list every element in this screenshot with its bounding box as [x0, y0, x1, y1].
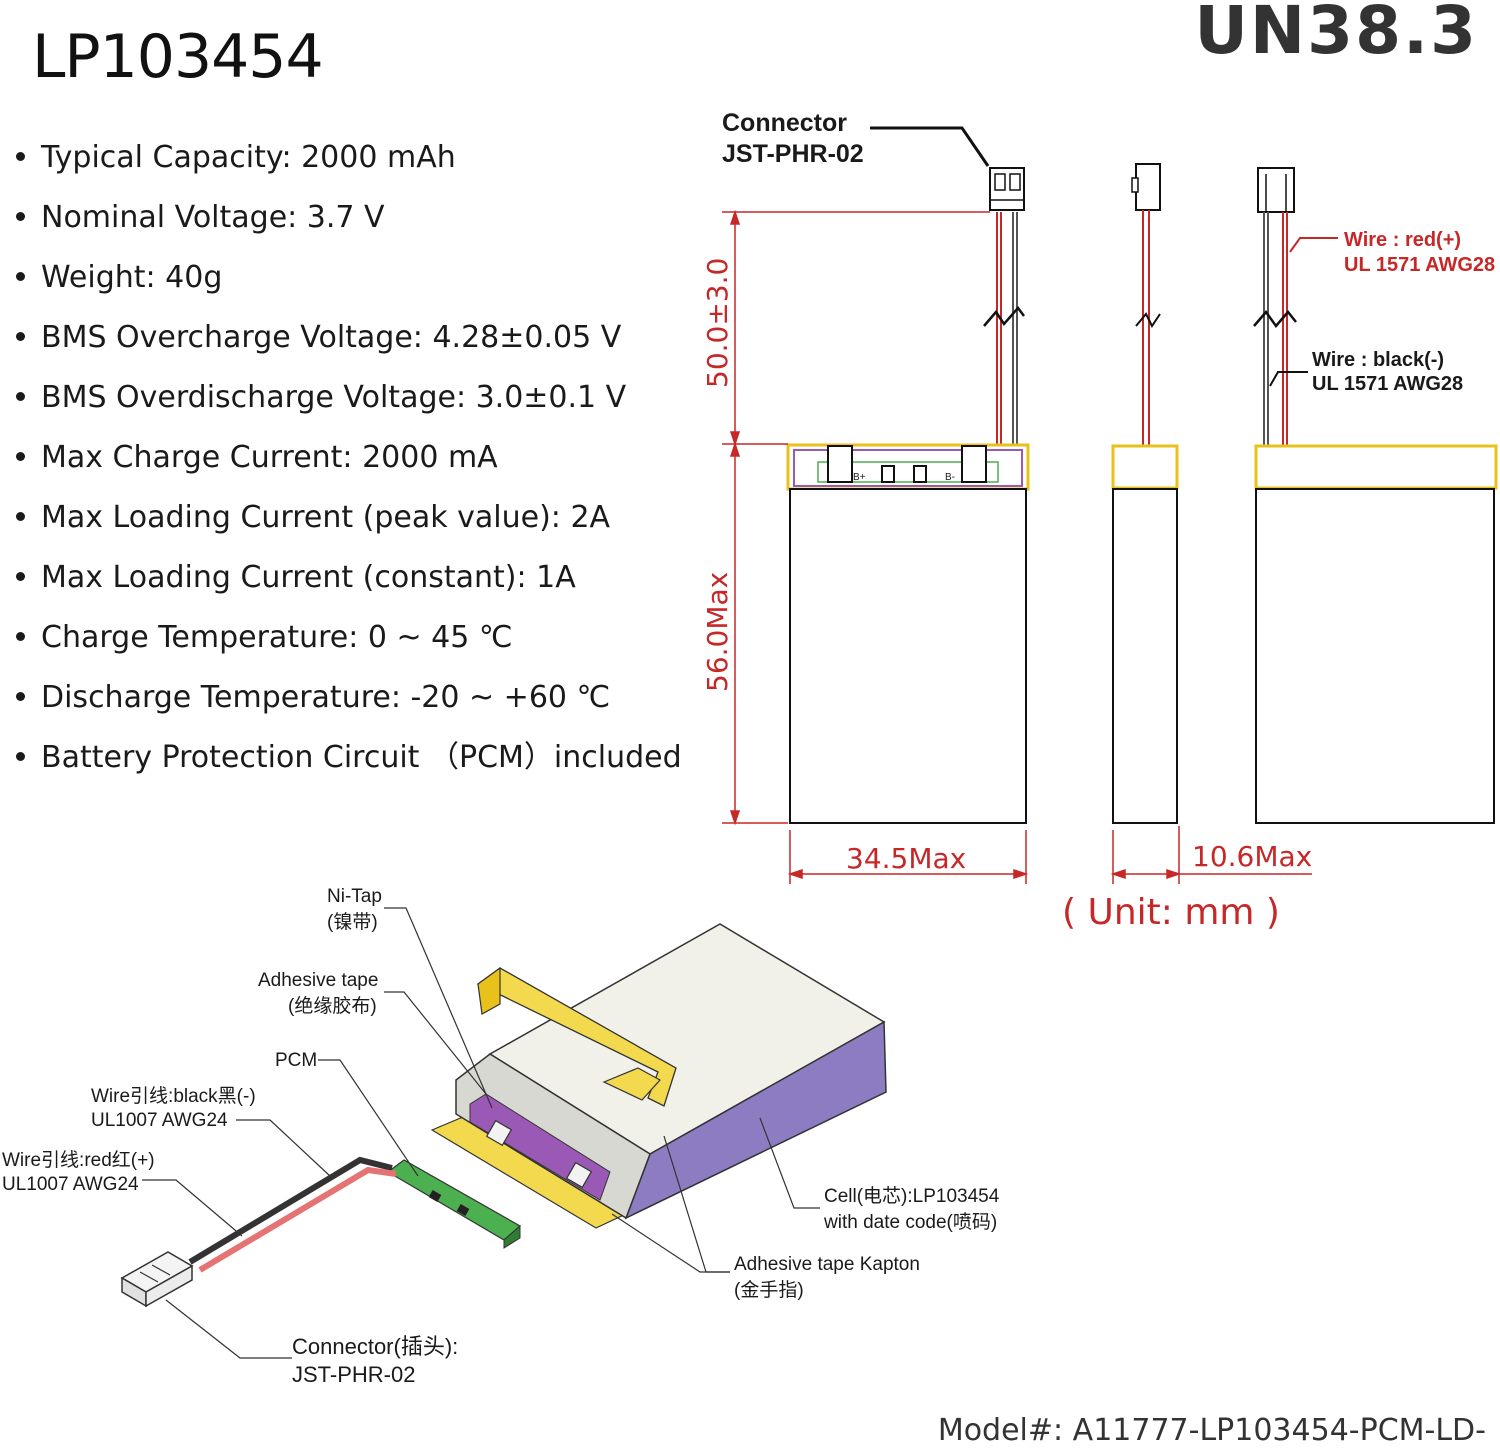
connector-model-label: JST-PHR-02 — [292, 1362, 415, 1387]
spec-item: Weight: 40g — [14, 252, 682, 312]
black-wire-spec: UL 1571 AWG28 — [1312, 373, 1463, 395]
width-dimension: 34.5Max — [846, 842, 966, 875]
bullet-icon — [16, 151, 25, 161]
bullet-icon — [16, 571, 25, 581]
spec-list: Typical Capacity: 2000 mAh Nominal Volta… — [14, 132, 682, 792]
bullet-icon — [16, 751, 25, 761]
spec-item: BMS Overcharge Voltage: 4.28±0.05 V — [14, 312, 682, 372]
spec-text: Typical Capacity: 2000 mAh — [41, 140, 456, 175]
bullet-icon — [16, 391, 25, 401]
black-wire-label: Wire : black(-) — [1312, 349, 1444, 371]
pcb-bplus-label: B+ — [853, 472, 866, 483]
certification-badge: UN38.3 — [1194, 0, 1478, 69]
spec-item: Typical Capacity: 2000 mAh — [14, 132, 682, 192]
model-title: LP103454 — [32, 22, 324, 92]
spec-item: Charge Temperature: 0 ~ 45 ℃ — [14, 612, 682, 672]
cell-body-front — [789, 488, 1027, 824]
spec-text: Weight: 40g — [41, 260, 223, 295]
spec-text: Charge Temperature: 0 ~ 45 ℃ — [41, 620, 513, 655]
spec-text: Nominal Voltage: 3.7 V — [41, 200, 385, 235]
spec-item: BMS Overdischarge Voltage: 3.0±0.1 V — [14, 372, 682, 432]
bullet-icon — [16, 211, 25, 221]
connector-3d-icon — [120, 1251, 194, 1308]
red-wire-label: Wire : red(+) — [1344, 229, 1461, 251]
spec-item: Max Loading Current (peak value): 2A — [14, 492, 682, 552]
red-wire-label: Wire引线:red红(+) — [2, 1149, 155, 1171]
pcm-label: PCM — [275, 1050, 317, 1071]
black-wire-spec: UL1007 AWG24 — [91, 1110, 228, 1131]
bullet-icon — [16, 691, 25, 701]
ni-tap-label-cn: (镍带) — [327, 911, 378, 933]
ni-tap-label: Ni-Tap — [327, 886, 382, 907]
kapton-label: Adhesive tape Kapton — [734, 1254, 920, 1275]
unit-note: ( Unit: mm ) — [1062, 892, 1280, 933]
model-number: Model#: A11777-LP103454-PCM-LD- — [937, 1413, 1486, 1448]
spec-item: Battery Protection Circuit （PCM）included — [14, 732, 682, 792]
bullet-icon — [16, 451, 25, 461]
wire-break-icon — [983, 306, 1025, 327]
adhesive-tape-label-cn: (绝缘胶布) — [288, 995, 377, 1017]
back-view: Wire : red(+) UL 1571 AWG28 Wire : black… — [1253, 167, 1498, 824]
pcb-bminus-label: B- — [945, 472, 955, 483]
spec-text: Max Loading Current (constant): 1A — [41, 560, 576, 595]
red-wire-spec: UL 1571 AWG28 — [1344, 254, 1495, 276]
side-view — [1111, 163, 1179, 824]
spec-item: Max Loading Current (constant): 1A — [14, 552, 682, 612]
connector-model-label: JST-PHR-02 — [722, 140, 864, 168]
bullet-icon — [16, 631, 25, 641]
cell-label: Cell(电芯):LP103454 — [824, 1185, 1000, 1207]
black-wire-label: Wire引线:black黑(-) — [91, 1085, 256, 1107]
spec-text: Max Loading Current (peak value): 2A — [41, 500, 611, 535]
bullet-icon — [16, 271, 25, 281]
wire-length-dimension: 50.0±3.0 — [701, 258, 734, 388]
connector-label: Connector — [722, 109, 847, 137]
black-wire — [188, 1156, 393, 1265]
spec-text: Discharge Temperature: -20 ~ +60 ℃ — [41, 680, 611, 715]
thickness-dimension: 10.6Max — [1192, 840, 1312, 873]
spec-text: Battery Protection Circuit （PCM）included — [41, 740, 682, 775]
spec-text: Max Charge Current: 2000 mA — [41, 440, 498, 475]
spec-item: Max Charge Current: 2000 mA — [14, 432, 682, 492]
cell-date-code-label: with date code(喷码) — [823, 1211, 997, 1233]
red-wire — [198, 1166, 397, 1273]
spec-item: Discharge Temperature: -20 ~ +60 ℃ — [14, 672, 682, 732]
bullet-icon — [16, 511, 25, 521]
bullet-icon — [16, 331, 25, 341]
exploded-view: Ni-Tap (镍带) Adhesive tape (绝缘胶布) PCM Wir… — [2, 886, 1000, 1387]
spec-text: BMS Overcharge Voltage: 4.28±0.05 V — [41, 320, 622, 355]
adhesive-tape-label: Adhesive tape — [258, 970, 378, 991]
spec-item: Nominal Voltage: 3.7 V — [14, 192, 682, 252]
kapton-label-cn: (金手指) — [734, 1279, 804, 1301]
connector-label: Connector(插头): — [292, 1334, 458, 1359]
connector-icon — [989, 167, 1025, 211]
red-wire-spec: UL1007 AWG24 — [2, 1174, 139, 1195]
height-dimension: 56.0Max — [701, 572, 734, 692]
connector-leader-line — [870, 126, 990, 167]
front-view: Connector JST-PHR-02 B+ B- — [701, 109, 1312, 884]
spec-text: BMS Overdischarge Voltage: 3.0±0.1 V — [41, 380, 627, 415]
pcm-board — [386, 1159, 522, 1241]
